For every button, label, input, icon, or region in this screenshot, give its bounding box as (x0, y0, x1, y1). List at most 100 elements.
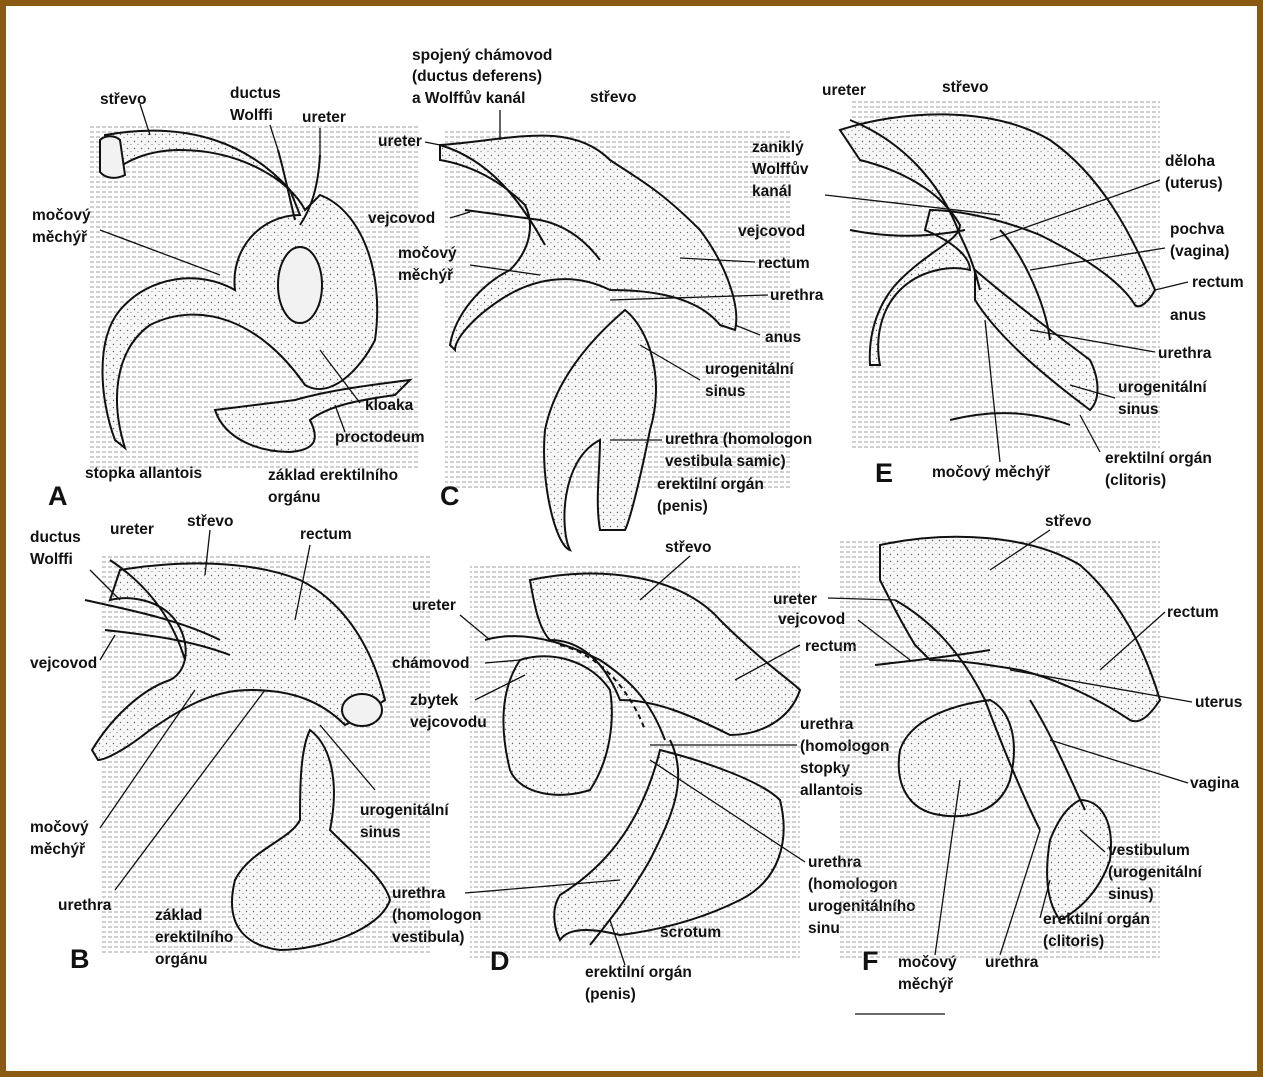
label-c-ureter: ureter (378, 133, 422, 150)
label-f-uterus: uterus (1195, 694, 1242, 711)
label-e-pochva-2: (vagina) (1170, 243, 1229, 260)
label-d-zbytek-2: vejcovodu (410, 714, 487, 731)
panel-a-gut-end (100, 136, 125, 178)
label-b-mocovy-2: měchýř (30, 841, 85, 858)
label-e-vejcovod: vejcovod (738, 223, 805, 240)
label-e-zanikly-2: Wolffův (752, 161, 809, 178)
label-a-ureter: ureter (302, 109, 346, 126)
label-e-urogen-1: urogenitální (1118, 379, 1207, 396)
label-c-spojeny-2: (ductus deferens) (412, 68, 542, 85)
leader-c-2 (425, 142, 440, 145)
label-c-urethra-h-1: urethra (homologon (665, 431, 812, 448)
label-e-ureter: ureter (822, 82, 866, 99)
label-b-ureter: ureter (110, 521, 154, 538)
embryology-diagram: střevo ductus Wolffi ureter močový měchý… (6, 6, 1257, 1071)
label-f-vest-1: vestibulum (1108, 842, 1190, 859)
label-a-kloaka: kloaka (365, 397, 414, 414)
label-a-ductus-2: Wolffi (230, 107, 273, 124)
label-c-anus: anus (765, 329, 801, 346)
label-c-rectum: rectum (758, 255, 810, 272)
label-b-urogen-1: urogenitální (360, 802, 449, 819)
label-b-mocovy-1: močový (30, 819, 89, 836)
label-f-mocovy-2: měchýř (898, 976, 953, 993)
label-c-urogen-2: sinus (705, 383, 745, 400)
label-b-strevo: střevo (187, 513, 234, 530)
panel-f: střevo ureter vejcovod rectum uterus vag… (773, 513, 1242, 993)
figure-frame: střevo ductus Wolffi ureter močový měchý… (6, 6, 1257, 1071)
panel-b: ductus Wolffi ureter střevo rectum vejco… (30, 513, 449, 974)
label-a-zaklad-1: základ erektilního (268, 467, 398, 484)
label-b-zaklad-3: orgánu (155, 951, 208, 968)
label-d-strevo: střevo (665, 539, 712, 556)
label-f-strevo: střevo (1045, 513, 1092, 530)
label-a-strevo: střevo (100, 91, 147, 108)
label-f-urethra: urethra (985, 954, 1039, 971)
label-c-erekt-2: (penis) (657, 498, 708, 515)
label-f-ureter: ureter (773, 591, 817, 608)
panel-letter-d: D (490, 946, 510, 976)
label-e-erekt-2: (clitoris) (1105, 472, 1166, 489)
label-c-mocovy-2: měchýř (398, 267, 453, 284)
panel-b-rectum-end (342, 694, 382, 726)
label-b-zaklad-2: erektilního (155, 929, 233, 946)
panel-a-loop (278, 247, 322, 323)
label-d-chamovod: chámovod (392, 655, 470, 672)
label-b-urethra: urethra (58, 897, 112, 914)
label-c-mocovy-1: močový (398, 245, 457, 262)
label-f-vejcovod: vejcovod (778, 611, 845, 628)
panel-c: spojený chámovod (ductus deferens) a Wol… (368, 47, 824, 550)
label-e-deloha-1: děloha (1165, 153, 1215, 170)
label-d-erekt-2: (penis) (585, 986, 636, 1003)
label-e-rectum: rectum (1192, 274, 1244, 291)
label-e-zanikly-3: kanál (752, 183, 792, 200)
label-e-strevo: střevo (942, 79, 989, 96)
label-b-zaklad-1: základ (155, 907, 202, 924)
label-c-urethra: urethra (770, 287, 824, 304)
panel-e: ureter střevo zaniklý Wolffův kanál vejc… (738, 79, 1244, 489)
label-e-urethra: urethra (1158, 345, 1212, 362)
label-b-urogen-2: sinus (360, 824, 400, 841)
label-c-vejcovod: vejcovod (368, 210, 435, 227)
label-e-mocovy: močový měchýř (932, 464, 1050, 481)
label-b-vejcovod: vejcovod (30, 655, 97, 672)
label-c-strevo: střevo (590, 89, 637, 106)
label-b-rectum: rectum (300, 526, 352, 543)
label-e-zanikly-1: zaniklý (752, 139, 804, 156)
label-a-stopka: stopka allantois (85, 465, 202, 482)
label-d-ureter: ureter (412, 597, 456, 614)
label-d-urethra-v-2: (homologon (392, 907, 482, 924)
label-a-mocovy-1: močový (32, 207, 91, 224)
label-a-mocovy-2: měchýř (32, 229, 87, 246)
label-e-anus: anus (1170, 307, 1206, 324)
label-f-vest-2: (urogenitální (1108, 864, 1203, 881)
label-e-urogen-2: sinus (1118, 401, 1158, 418)
panel-letter-b: B (70, 944, 90, 974)
label-c-spojeny-3: a Wolffův kanál (412, 90, 525, 107)
label-c-urethra-h-2: vestibula samic) (665, 453, 786, 470)
panel-letter-a: A (48, 481, 68, 511)
label-f-erekt-1: erektilní orgán (1043, 911, 1150, 928)
label-b-ductus-1: ductus (30, 529, 81, 546)
panel-a: střevo ductus Wolffi ureter močový měchý… (32, 85, 425, 511)
label-d-urethra-v-3: vestibula) (392, 929, 464, 946)
label-d-urethra-u-4: sinu (808, 920, 840, 937)
label-e-erekt-1: erektilní orgán (1105, 450, 1212, 467)
panel-letter-c: C (440, 481, 460, 511)
label-c-erekt-1: erektilní orgán (657, 476, 764, 493)
label-d-scrotum: scrotum (660, 924, 721, 941)
label-f-erekt-2: (clitoris) (1043, 933, 1104, 950)
label-e-deloha-2: (uterus) (1165, 175, 1223, 192)
label-d-zbytek-1: zbytek (410, 692, 459, 709)
label-d-erekt-1: erektilní orgán (585, 964, 692, 981)
label-f-vagina: vagina (1190, 775, 1239, 792)
label-a-proctodeum: proctodeum (335, 429, 425, 446)
label-f-mocovy-1: močový (898, 954, 957, 971)
panel-d: ureter střevo chámovod zbytek vejcovodu … (392, 539, 916, 1003)
panel-letter-e: E (875, 458, 893, 488)
label-f-vest-3: sinus) (1108, 886, 1154, 903)
label-d-urethra-v-1: urethra (392, 885, 446, 902)
label-e-pochva-1: pochva (1170, 221, 1225, 238)
panel-letter-f: F (862, 946, 879, 976)
label-c-spojeny-1: spojený chámovod (412, 47, 552, 64)
label-a-ductus-1: ductus (230, 85, 281, 102)
